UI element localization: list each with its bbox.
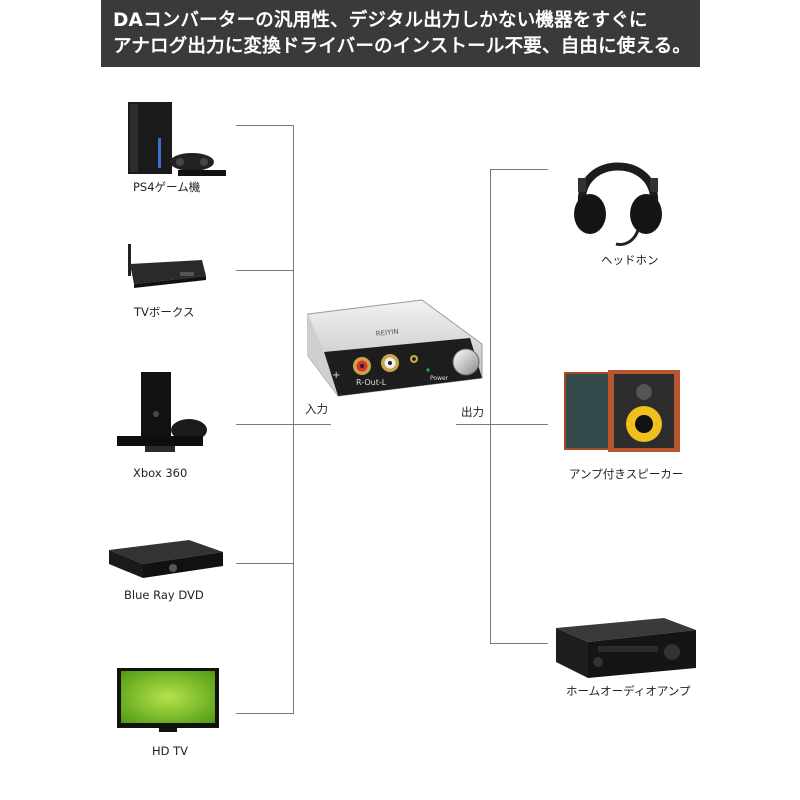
connector-ps4	[236, 125, 294, 126]
connector-hdtv	[236, 713, 294, 714]
xbox-icon	[115, 370, 210, 460]
connector-input-to-dac	[293, 424, 331, 425]
input-label: 入力	[305, 402, 328, 416]
ps4-icon	[120, 98, 230, 180]
output-label: 出力	[461, 405, 484, 419]
dac-power-label: Power	[430, 375, 449, 382]
dac-plus-sign: +	[332, 370, 340, 381]
input-label-ps4: PS4ゲーム機	[133, 180, 201, 194]
banner-line-1: DAコンバーターの汎用性、デジタル出力しかない機器をすぐに	[113, 10, 648, 31]
connector-output-trunk	[490, 169, 491, 644]
input-label-hdtv: HD TV	[152, 744, 189, 758]
connector-speakers	[490, 424, 548, 425]
output-label-receiver: ホームオーディオアンプ	[566, 684, 691, 698]
banner-line-2: アナログ出力に変換ドライバーのインストール不要、自由に使える。	[113, 36, 692, 57]
input-label-xbox: Xbox 360	[133, 466, 188, 480]
output-label-headphones: ヘッドホン	[601, 253, 659, 267]
tv-icon	[115, 666, 221, 736]
dac-port-label: R-Out-L	[356, 378, 387, 387]
connector-input-trunk	[293, 125, 294, 714]
connector-bluray	[236, 563, 294, 564]
connector-headphones	[490, 169, 548, 170]
svg-text:REIYIN: REIYIN	[375, 328, 399, 338]
input-label-tvbox: TVボークス	[134, 305, 195, 319]
connector-dac-to-output	[456, 424, 491, 425]
connector-tvbox	[236, 270, 294, 271]
bluray-player-icon	[107, 536, 225, 584]
connector-receiver	[490, 643, 548, 644]
output-label-speakers: アンプ付きスピーカー	[569, 467, 684, 481]
connector-xbox	[236, 424, 294, 425]
speakers-icon	[562, 368, 684, 454]
tv-box-icon	[120, 242, 210, 294]
headphones-icon	[568, 134, 668, 252]
input-label-bluray: Blue Ray DVD	[124, 588, 204, 602]
title-banner: DAコンバーターの汎用性、デジタル出力しかない機器をすぐに アナログ出力に変換ド…	[101, 0, 700, 67]
dac-converter: REIYIN R-Out-L Power +	[302, 296, 490, 400]
av-receiver-icon	[554, 616, 698, 680]
